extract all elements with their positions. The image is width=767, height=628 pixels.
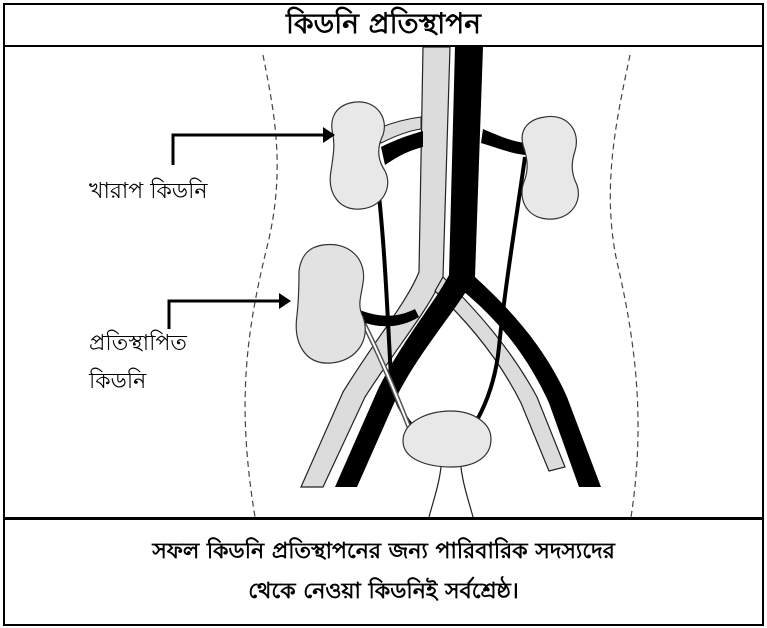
kidney-transplant-illustration: খারাপ কিডনি প্রতিস্থাপিত কিডনি (5, 47, 762, 517)
arrow-to-transplanted-kidney (169, 293, 291, 329)
renal-vessel-right (481, 129, 525, 155)
bad-kidney-left (330, 102, 387, 209)
transplanted-kidney (296, 244, 365, 363)
arrow-to-bad-kidney (173, 127, 335, 165)
diagram-frame: কিডনি প্রতিস্থাপন (3, 3, 764, 626)
diagram-title: কিডনি প্রতিস্থাপন (286, 2, 481, 49)
title-bar: কিডনি প্রতিস্থাপন (5, 5, 762, 47)
anatomy-svg (5, 47, 762, 517)
body-outline-left (245, 55, 277, 517)
bladder (403, 411, 491, 467)
caption-box: সফল কিডনি প্রতিস্থাপনের জন্য পারিবারিক স… (5, 517, 762, 624)
body-outline-right (610, 55, 638, 517)
label-transplanted-kidney-line2: কিডনি (89, 367, 146, 397)
caption-line-2: থেকে নেওয়া কিডনিই সর্বশ্রেষ্ঠ। (248, 572, 519, 612)
caption-line-1: সফল কিডনি প্রতিস্থাপনের জন্য পারিবারিক স… (152, 532, 615, 572)
label-bad-kidney: খারাপ কিডনি (89, 177, 208, 207)
bad-kidney-right (522, 116, 578, 219)
label-transplanted-kidney-line1: প্রতিস্থাপিত (89, 329, 187, 359)
urethra (429, 467, 473, 517)
